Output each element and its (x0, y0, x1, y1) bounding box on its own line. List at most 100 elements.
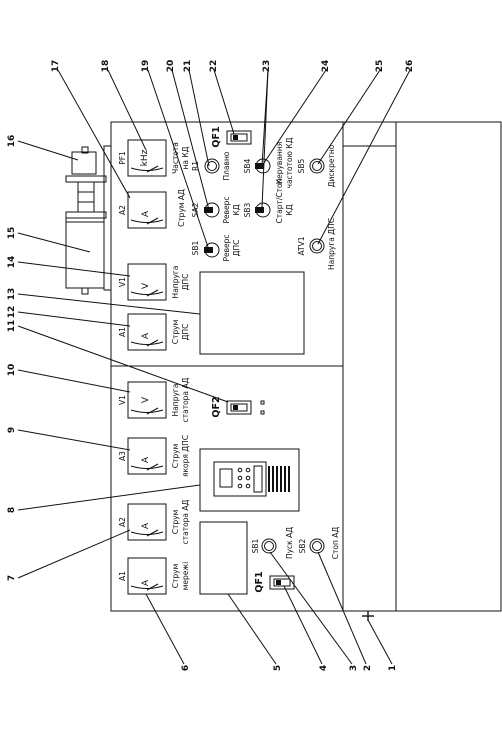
meter-caption-1: Струм (171, 564, 180, 588)
meter-caption-1: Напруга (171, 266, 180, 299)
callout-13: 13 (7, 288, 17, 301)
breaker-toggle (273, 578, 291, 587)
discrete-button[interactable]: SB5 Дискретно (297, 144, 336, 187)
start-ad-button[interactable]: SB1 Пуск АД (251, 527, 294, 559)
meter-a1-net: A A1 Струм мережі (118, 557, 190, 595)
switch-actuator (255, 207, 264, 213)
breaker-lever (276, 580, 281, 585)
leader-22 (213, 69, 235, 135)
meter-channel: V1 (118, 277, 127, 287)
breaker-body (226, 130, 252, 145)
meter-caption-2: мережі (181, 562, 190, 591)
meter-a2-ad: A A2 Струм АД (118, 189, 186, 229)
button-caption: Стоп АД (331, 527, 340, 560)
switch-actuator (255, 163, 264, 169)
meter-caption-2: якоря ДПС (181, 435, 190, 477)
meter-caption-1: Струм АД (177, 189, 186, 227)
leader-16 (17, 140, 79, 161)
leader-11 (17, 325, 229, 403)
converter-led (245, 467, 251, 473)
meter-v1-stator: V V1 Напруга статора АД (118, 377, 190, 422)
meter-caption-2: статора АД (181, 499, 190, 544)
switch-id: SB4 (243, 158, 252, 173)
button-id: SB1 (191, 240, 200, 255)
meter-caption-2: статора АД (181, 377, 190, 422)
callout-15: 15 (7, 227, 17, 240)
meter-caption-2: на КД (181, 146, 190, 169)
button-ring (309, 158, 325, 174)
meter-unit: kHz (140, 149, 150, 166)
callout-23: 23 (262, 60, 272, 73)
callout-9: 9 (7, 427, 17, 433)
meter-channel: V1 (118, 395, 127, 405)
callout-17: 17 (51, 60, 61, 73)
coupling (77, 181, 95, 213)
blank-panel-upper (199, 271, 305, 355)
switch-caption-2: частотою КД (285, 137, 294, 188)
meter-a1-dps: A A1 Струм ДПС (118, 313, 190, 351)
reverse-dps-button[interactable]: SB1 Реверс ДПС (191, 234, 241, 261)
breaker-terminal (260, 400, 265, 405)
callout-10: 10 (7, 364, 17, 377)
leader-1 (367, 619, 393, 665)
callout-5: 5 (273, 665, 283, 671)
encoder-flange (65, 175, 107, 183)
leader-19 (147, 69, 210, 251)
breaker-lever (233, 405, 238, 410)
switch-caption-1: Старт/Стоп (275, 178, 284, 223)
breaker-label: QF2 (211, 396, 222, 417)
motor-assembly (65, 145, 112, 295)
motor-flange (65, 211, 107, 219)
callout-4: 4 (319, 665, 329, 671)
callout-20: 20 (166, 60, 176, 73)
callout-19: 19 (141, 60, 151, 73)
button-caption-1: Реверс (222, 234, 231, 261)
regulator-caption: Напруга ДПС (327, 218, 336, 270)
breaker-body (269, 575, 295, 590)
callout-24: 24 (321, 60, 331, 73)
callout-numbers: 1 2 3 4 5 6 7 8 9 10 11 12 13 14 15 16 1… (7, 60, 415, 671)
stop-ad-button[interactable]: SB2 Стоп АД (298, 527, 340, 560)
leader-26 (317, 69, 411, 245)
breaker-label: QF1 (254, 571, 265, 592)
callout-7: 7 (7, 575, 17, 581)
meter-unit: V (141, 396, 151, 403)
breaker-qf2[interactable]: QF2 (211, 396, 265, 418)
converter-keypad (253, 465, 263, 493)
leader-2 (317, 551, 367, 665)
encoder-cap (81, 146, 89, 154)
meter-caption-1: Частота (171, 142, 180, 174)
breaker-toggle (230, 403, 248, 412)
leader-13 (17, 293, 201, 315)
button-ring (261, 538, 277, 554)
meter-caption-1: Струм (171, 444, 180, 468)
breaker-qf1-upper[interactable]: QF1 (211, 126, 252, 148)
converter-outer (199, 448, 300, 512)
converter-led (237, 475, 243, 481)
meter-channel: A2 (118, 517, 127, 527)
callout-2: 2 (363, 665, 373, 671)
switch-id: SB3 (243, 202, 252, 217)
frequency-control-kd-switch[interactable]: SB4 Керування частотою КД (243, 137, 294, 188)
button-caption: Дискретно (327, 144, 336, 187)
callout-18: 18 (101, 60, 111, 73)
leader-23b (261, 69, 269, 167)
potentiometer-r1[interactable]: R1 Плавно (191, 151, 231, 180)
regulator-id: ATV1 (297, 236, 306, 255)
meter-caption-2: ДПС (181, 274, 190, 291)
meter-channel: A1 (118, 327, 127, 337)
breaker-qf1-lower[interactable]: QF1 (254, 571, 295, 593)
button-cap (312, 541, 322, 551)
dps-voltage-regulator[interactable]: ATV1 Напруга ДПС (297, 218, 336, 270)
panel-frame (110, 121, 502, 621)
callout-11: 11 (7, 320, 17, 333)
leader-lines (17, 69, 411, 665)
button-id: SB5 (297, 158, 306, 173)
button-cap (312, 161, 322, 171)
button-caption: Пуск АД (285, 527, 294, 559)
start-stop-kd-switch[interactable]: SB3 Старт/Стоп КД (243, 178, 294, 223)
callout-21: 21 (183, 60, 193, 73)
converter-led (237, 483, 243, 489)
switch-caption-2: КД (232, 204, 241, 215)
